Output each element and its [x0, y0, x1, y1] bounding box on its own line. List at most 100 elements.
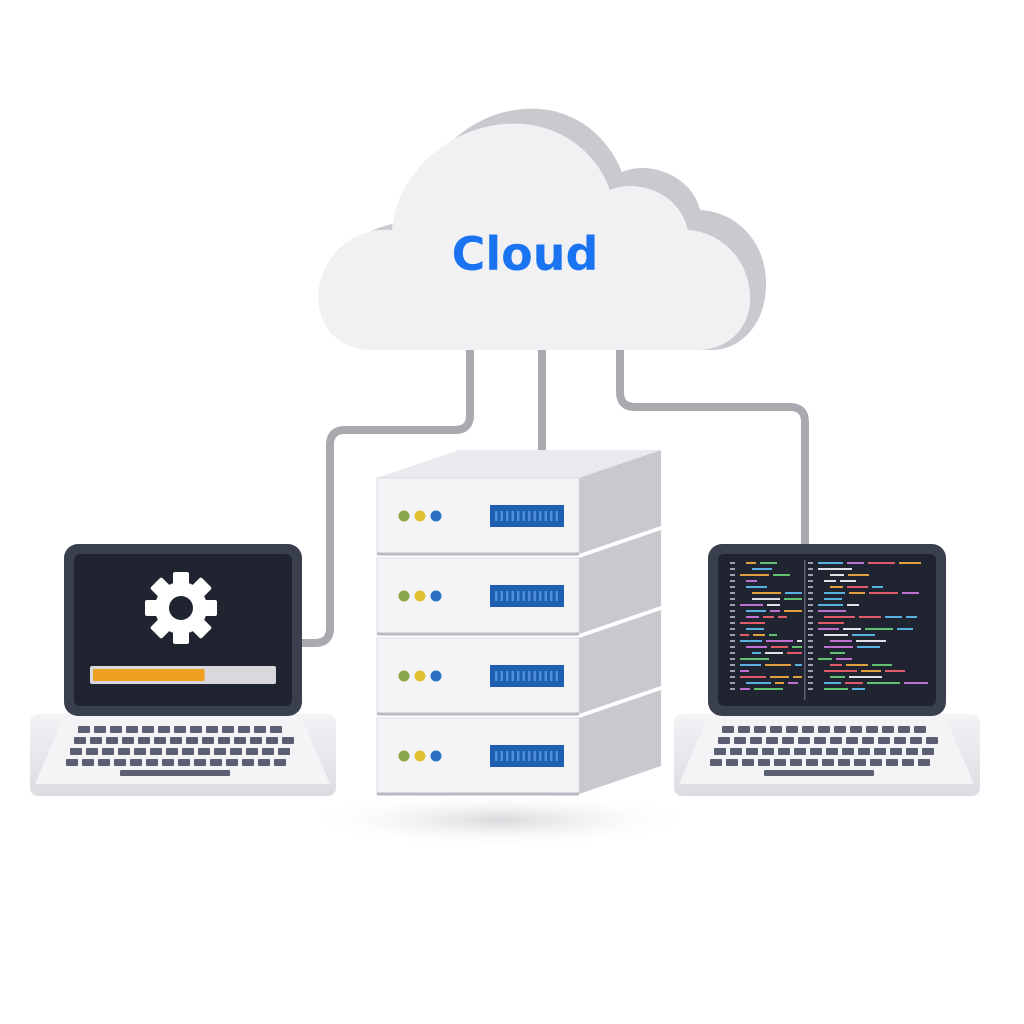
cloud: Cloud: [318, 108, 767, 350]
code-token: [818, 628, 839, 630]
line-number: [808, 580, 813, 582]
code-token: [766, 640, 793, 642]
line-number: [808, 652, 813, 654]
server-drive-slot: [550, 751, 553, 761]
code-token: [778, 616, 787, 618]
server-drive-slot: [550, 671, 553, 681]
gear-icon: [145, 572, 217, 644]
server-drive-slot: [517, 671, 520, 681]
server-drive-bay: [490, 745, 564, 767]
keyboard-spacebar: [764, 770, 874, 776]
keyboard-key: [266, 737, 278, 744]
code-token: [830, 664, 842, 666]
code-token: [899, 562, 921, 564]
server-unit-side: [579, 450, 661, 554]
install-progress-fill: [93, 669, 205, 681]
server-drive-slot: [506, 591, 509, 601]
code-token: [769, 634, 777, 636]
line-number: [808, 586, 813, 588]
server-drive-slot: [533, 671, 536, 681]
keyboard-key: [258, 759, 270, 766]
code-token: [818, 604, 843, 606]
server-drive-slot: [544, 511, 547, 521]
line-number: [808, 616, 813, 618]
keyboard-key: [830, 737, 842, 744]
code-token: [740, 604, 763, 606]
server-drive-slot: [533, 511, 536, 521]
keyboard-key: [814, 737, 826, 744]
code-token: [824, 646, 853, 648]
line-number: [808, 664, 813, 666]
code-token: [746, 610, 766, 612]
server-status-light: [430, 670, 442, 682]
code-token: [830, 586, 843, 588]
code-token: [818, 610, 846, 612]
cloud-body: [318, 123, 751, 350]
keyboard-key: [822, 759, 834, 766]
server-drive-slot: [522, 751, 525, 761]
code-token: [830, 652, 845, 654]
keyboard-key: [162, 759, 174, 766]
line-number: [730, 676, 735, 678]
keyboard-key: [146, 759, 158, 766]
code-token: [872, 664, 892, 666]
line-number: [808, 688, 813, 690]
server-drive-slot: [528, 591, 531, 601]
keyboard-key: [718, 737, 730, 744]
keyboard-key: [274, 759, 286, 766]
line-number: [808, 562, 813, 564]
server-unit-side: [579, 690, 661, 794]
code-token: [740, 676, 766, 678]
server-drive-slot: [544, 671, 547, 681]
keyboard-key: [118, 748, 130, 755]
keyboard-key: [246, 748, 258, 755]
server-status-light: [398, 590, 410, 602]
keyboard-key: [846, 737, 858, 744]
code-token: [849, 592, 865, 594]
server-drive-slot: [517, 511, 520, 521]
code-token: [746, 646, 767, 648]
server-drive-bay: [490, 665, 564, 687]
line-number: [730, 604, 735, 606]
code-token: [765, 664, 791, 666]
keyboard-key: [254, 726, 266, 733]
line-number: [730, 598, 735, 600]
code-token: [856, 640, 886, 642]
line-number: [730, 682, 735, 684]
keyboard-key: [850, 726, 862, 733]
server-drive-slot: [517, 591, 520, 601]
keyboard-key: [914, 726, 926, 733]
left-laptop-keyboard: [66, 726, 294, 776]
server-drive-slot: [500, 511, 503, 521]
server-unit: [376, 690, 661, 796]
line-number: [808, 574, 813, 576]
line-number: [808, 658, 813, 660]
keyboard-key: [818, 726, 830, 733]
line-number: [730, 628, 735, 630]
keyboard-key: [238, 726, 250, 733]
code-token: [797, 640, 802, 642]
code-token: [740, 622, 765, 624]
keyboard-key: [874, 748, 886, 755]
keyboard-key: [862, 737, 874, 744]
keyboard-key: [66, 759, 78, 766]
keyboard-key: [726, 759, 738, 766]
code-token: [902, 592, 919, 594]
line-number: [808, 592, 813, 594]
server-status-light: [398, 510, 410, 522]
keyboard-key: [778, 748, 790, 755]
keyboard-key: [242, 759, 254, 766]
code-token: [740, 634, 749, 636]
keyboard-key: [810, 748, 822, 755]
server-drive-bay: [490, 505, 564, 527]
keyboard-key: [798, 737, 810, 744]
code-token: [848, 574, 869, 576]
keyboard-key: [278, 748, 290, 755]
keyboard-key: [190, 726, 202, 733]
right-laptop-keyboard: [710, 726, 938, 776]
code-token: [752, 592, 781, 594]
line-number: [730, 592, 735, 594]
line-number: [730, 574, 735, 576]
code-token: [792, 646, 802, 648]
